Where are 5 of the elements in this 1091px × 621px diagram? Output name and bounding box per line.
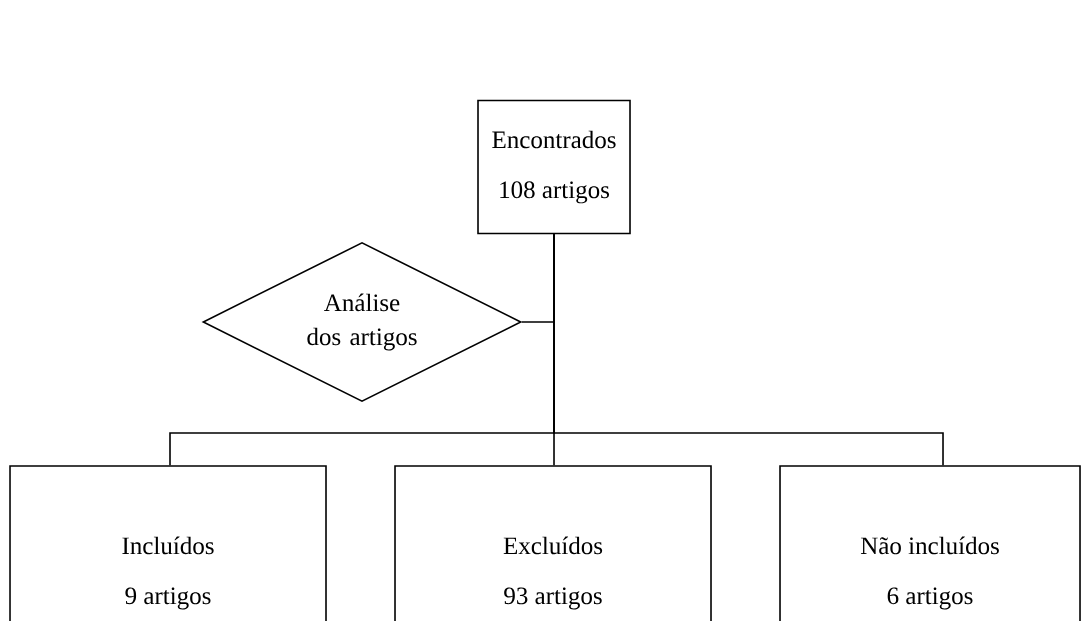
- process-box: Excluídos 93 artigos: [394, 465, 712, 621]
- process-box: Incluídos 9 artigos: [9, 465, 327, 621]
- connector-line: [553, 233, 944, 466]
- process-box: Não incluídos 6 artigos: [779, 465, 1081, 621]
- process-box: Encontrados 108 artigos: [477, 99, 631, 235]
